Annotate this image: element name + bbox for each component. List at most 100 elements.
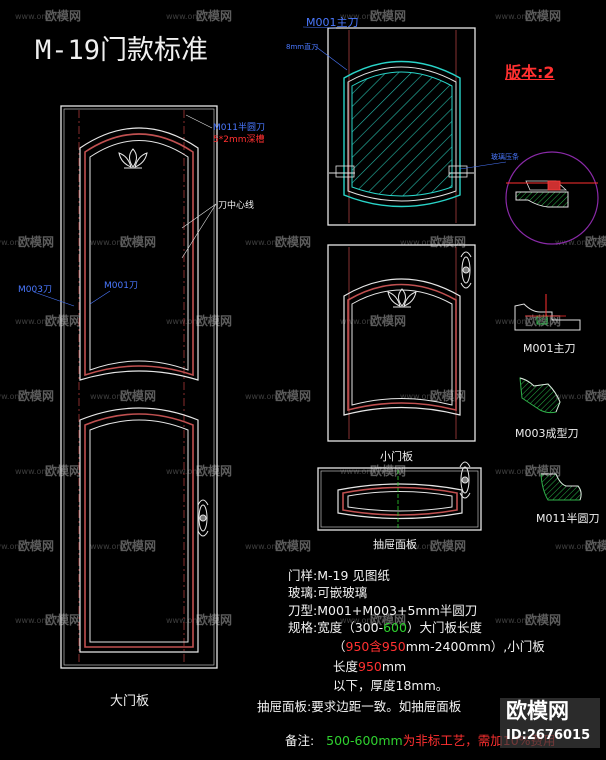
watermark-site: www.om.cn <box>0 392 35 401</box>
spec-knife-value: M001+M003+5mm半圆刀 <box>317 603 478 618</box>
spec-note-green: 500-600mm <box>326 733 403 748</box>
spec-drawer-row: 抽屉面板:要求边距一致。如抽屉面板 <box>257 699 462 714</box>
watermark-brand: 欧模网 <box>45 464 82 478</box>
watermark-site: www.om.cn <box>340 12 387 21</box>
watermark-brand: 欧模网 <box>370 613 407 627</box>
spec-size-f: mm-2400mm）,小门板 <box>405 639 545 654</box>
watermark-site: www.om.cn <box>555 392 602 401</box>
label-glass-strip: 玻璃压条 <box>491 153 519 161</box>
watermark-site: www.om.cn <box>0 238 35 247</box>
spec-size-row-2: （950含950mm-2400mm）,小门板 <box>333 639 545 654</box>
spec-knife-label: 刀型: <box>288 603 318 618</box>
door-handle-icon <box>459 461 471 499</box>
profile-m011 <box>540 473 582 501</box>
watermark-brand: 欧模网 <box>370 9 407 23</box>
stamp-id: ID:2676015 <box>506 728 591 743</box>
watermark-brand: 欧模网 <box>45 9 82 23</box>
watermark-site: www.om.cn <box>400 238 447 247</box>
spec-size-e: 950含950 <box>345 639 406 654</box>
small-door-panel <box>327 244 476 442</box>
profile-m001 <box>514 294 581 331</box>
spec-knife-row: 刀型:M001+M003+5mm半圆刀 <box>288 603 478 618</box>
label-small-door: 小门板 <box>380 450 413 463</box>
label-big-door: 大门板 <box>110 694 150 709</box>
watermark-brand: 欧模网 <box>585 235 606 249</box>
watermark-site: www.om.cn <box>0 542 35 551</box>
watermark-brand: 欧模网 <box>45 314 82 328</box>
watermark-site: www.om.cn <box>15 317 62 326</box>
spec-size-c: ）大门板长度 <box>406 620 482 635</box>
watermark-site: www.om.cn <box>15 467 62 476</box>
profile-label-m003: M003成型刀 <box>515 427 579 440</box>
spec-size-b: 600 <box>383 620 407 635</box>
watermark-site: www.om.cn <box>166 317 213 326</box>
watermark-site: www.om.cn <box>340 317 387 326</box>
watermark-brand: 欧模网 <box>585 389 606 403</box>
watermark-brand: 欧模网 <box>120 539 157 553</box>
watermark-brand: 欧模网 <box>370 314 407 328</box>
lotus-ornament-icon <box>387 288 417 308</box>
door-handle-icon <box>197 499 209 537</box>
spec-drawer-label: 抽屉面板: <box>257 699 312 714</box>
profile-label-m011: M011半圆刀 <box>536 512 600 525</box>
drawer-face-panel <box>317 461 482 531</box>
watermark-brand: 欧模网 <box>430 389 467 403</box>
big-door-panel <box>33 105 218 669</box>
label-knife-centerline: 刀中心线 <box>218 201 255 211</box>
spec-glass-label: 玻璃: <box>288 585 318 600</box>
watermark-site: www.om.cn <box>555 542 602 551</box>
spec-door-label: 门样: <box>288 568 318 583</box>
label-m001-knife: M001刀 <box>104 281 138 291</box>
watermark-site: www.om.cn <box>166 616 213 625</box>
watermark-site: www.om.cn <box>555 238 602 247</box>
spec-note-label: 备注: <box>285 733 315 748</box>
watermark-site: www.om.cn <box>495 317 542 326</box>
spec-door-row: 门样:M-19 见图纸 <box>288 568 390 583</box>
watermark-site: www.om.cn <box>495 467 542 476</box>
watermark-brand: 欧模网 <box>275 389 312 403</box>
watermark-site: www.om.cn <box>495 616 542 625</box>
watermark-site: www.om.cn <box>166 12 213 21</box>
label-m003-knife: M003刀 <box>18 285 52 295</box>
watermark-brand: 欧模网 <box>196 9 233 23</box>
watermark-brand: 欧模网 <box>275 539 312 553</box>
watermark-site: www.om.cn <box>340 616 387 625</box>
watermark-site: www.om.cn <box>15 616 62 625</box>
watermark-site: www.om.cn <box>245 392 292 401</box>
watermark-stamp: 欧模网 ID:2676015 <box>500 698 600 748</box>
watermark-brand: 欧模网 <box>525 9 562 23</box>
spec-size-h: 950 <box>358 659 382 674</box>
watermark-brand: 欧模网 <box>18 389 55 403</box>
profile-label-m001: M001主刀 <box>523 342 576 355</box>
label-8mm-knife: 8mm直刀 <box>286 43 319 51</box>
stamp-brand: 欧模网 <box>506 699 569 723</box>
lotus-ornament-icon <box>118 148 148 169</box>
watermark-brand: 欧模网 <box>120 235 157 249</box>
label-m011-half-knife: M011半圆刀 <box>213 123 265 133</box>
drawing-title: M-19门款标准 <box>35 35 209 66</box>
spec-size-j: 以下，厚度18mm。 <box>333 678 449 693</box>
watermark-site: www.om.cn <box>166 467 213 476</box>
spec-drawer-value: 要求边距一致。如抽屉面板 <box>311 699 462 714</box>
watermark-brand: 欧模网 <box>585 539 606 553</box>
watermark-brand: 欧模网 <box>120 389 157 403</box>
watermark-brand: 欧模网 <box>525 613 562 627</box>
glass-door-panel <box>302 26 599 245</box>
version-label: 版本:2 <box>505 63 555 82</box>
spec-glass-row: 玻璃:可嵌玻璃 <box>288 585 368 600</box>
spec-glass-value: 可嵌玻璃 <box>317 585 368 600</box>
watermark-brand: 欧模网 <box>18 539 55 553</box>
spec-size-d: （ <box>333 639 346 654</box>
spec-size-a: 宽度（300- <box>317 620 384 635</box>
label-m001-main-top: M001主刀 <box>306 16 359 29</box>
spec-size-row-3: 长度950mm <box>333 659 406 674</box>
label-drawer-face: 抽屉面板 <box>373 538 417 551</box>
door-handle-icon <box>460 251 472 289</box>
watermark-site: www.om.cn <box>15 12 62 21</box>
spec-door-value: M-19 见图纸 <box>317 568 390 583</box>
label-groove: 5*2mm深槽 <box>213 135 265 145</box>
watermark-site: www.om.cn <box>400 542 447 551</box>
watermark-brand: 欧模网 <box>45 613 82 627</box>
